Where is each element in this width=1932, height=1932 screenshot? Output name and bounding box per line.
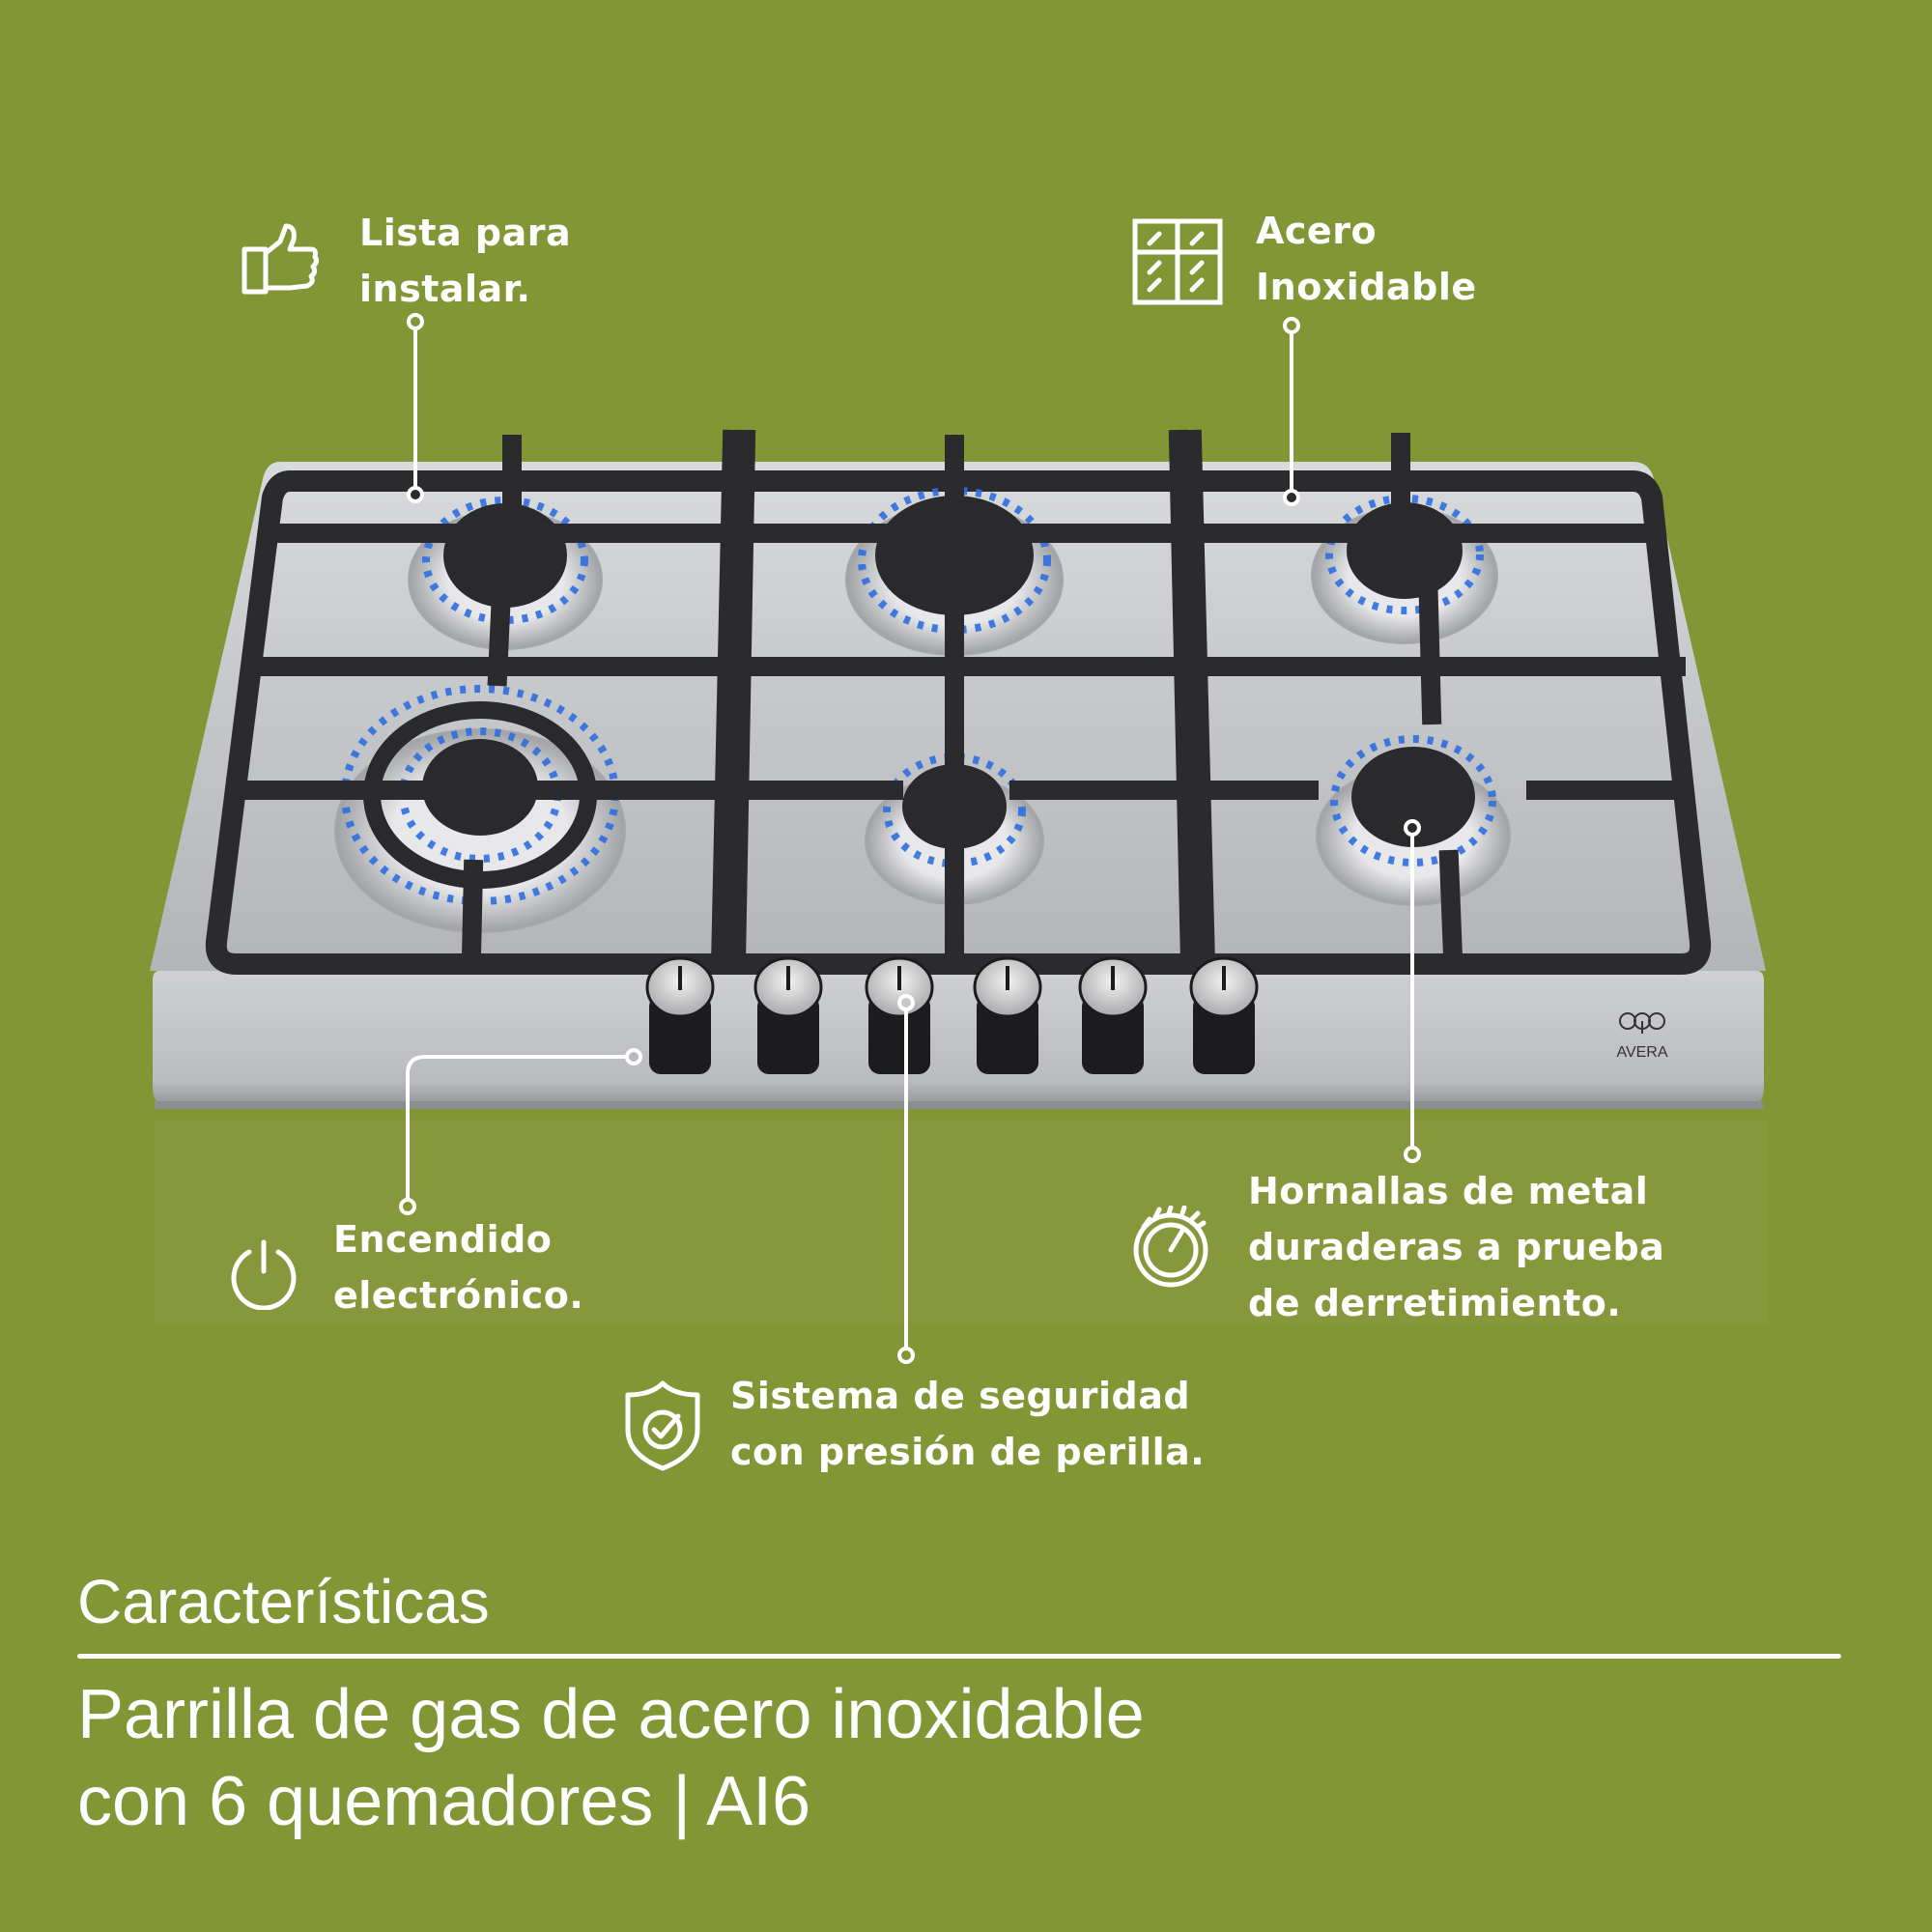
power-icon [228,1238,299,1310]
control-knobs [645,956,1259,1074]
product-title: Parrilla de gas de acero inoxidable con … [77,1676,1145,1840]
thumbs-up-icon [242,222,319,296]
dial-gauge-icon [1130,1206,1211,1289]
steel-panel-icon [1132,218,1223,305]
feature-safety-system: Sistema de seguridad con presión de peri… [730,1375,1206,1473]
feature-metal-burners: Hornallas de metal duraderas a prueba de… [1248,1170,1665,1324]
feature-stainless-steel: Acero Inoxidable [1256,210,1477,308]
brand-logo-icon [1619,1012,1665,1034]
divider [77,1654,1841,1659]
brand-name: AVERA [1616,1044,1667,1061]
feature-ready-to-install: Lista para instalar. [359,212,572,310]
shield-check-icon [624,1379,701,1472]
section-label: Características [77,1567,490,1636]
feature-electronic-ignition: Encendido electrónico. [333,1218,584,1317]
